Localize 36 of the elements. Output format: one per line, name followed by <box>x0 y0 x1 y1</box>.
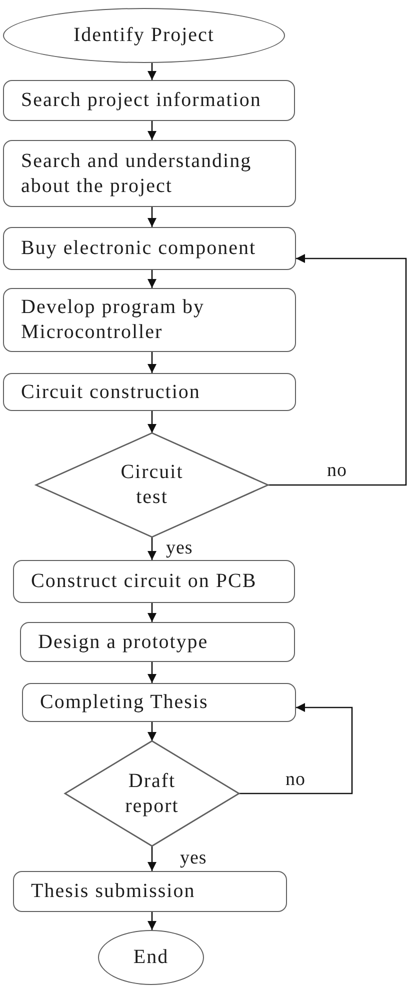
step-text: Buy electronic component <box>21 236 256 261</box>
process-box <box>3 227 296 270</box>
flow-arrow <box>148 207 156 227</box>
decision-text: Draft report <box>124 768 180 818</box>
flow-arrow <box>239 703 353 794</box>
step-text: Search and understanding about the project <box>21 148 253 198</box>
step-text: Thesis submission <box>31 879 196 904</box>
step-text: Completing Thesis <box>40 690 208 715</box>
process-box <box>20 622 295 662</box>
step-text: Develop program by Microcontroller <box>21 295 206 345</box>
flow-arrow <box>148 63 156 80</box>
flow-arrow <box>148 662 156 683</box>
flow-arrow <box>148 912 156 930</box>
flow-arrow <box>148 411 156 433</box>
flow-arrow <box>148 352 156 373</box>
decision-text: Circuit test <box>120 460 184 510</box>
terminal-text: End <box>133 945 169 970</box>
flow-arrow <box>148 722 156 741</box>
flow-arrow <box>148 537 156 560</box>
process-box <box>13 560 295 603</box>
step-text: Construct circuit on PCB <box>31 569 257 594</box>
flow-arrow <box>148 270 156 288</box>
process-box <box>3 373 296 411</box>
flow-arrow <box>268 254 407 486</box>
flow-arrow <box>148 121 156 140</box>
process-box <box>13 871 287 912</box>
process-box <box>3 80 295 121</box>
process-box <box>22 683 296 722</box>
process-box <box>3 288 296 352</box>
flow-arrow <box>148 846 156 871</box>
flow-arrow <box>148 603 156 622</box>
terminal-text: Identify Project <box>74 23 214 48</box>
step-text: Circuit construction <box>21 380 200 404</box>
process-box <box>3 140 296 207</box>
step-text: Design a prototype <box>38 630 208 654</box>
step-text: Search project information <box>21 88 262 113</box>
